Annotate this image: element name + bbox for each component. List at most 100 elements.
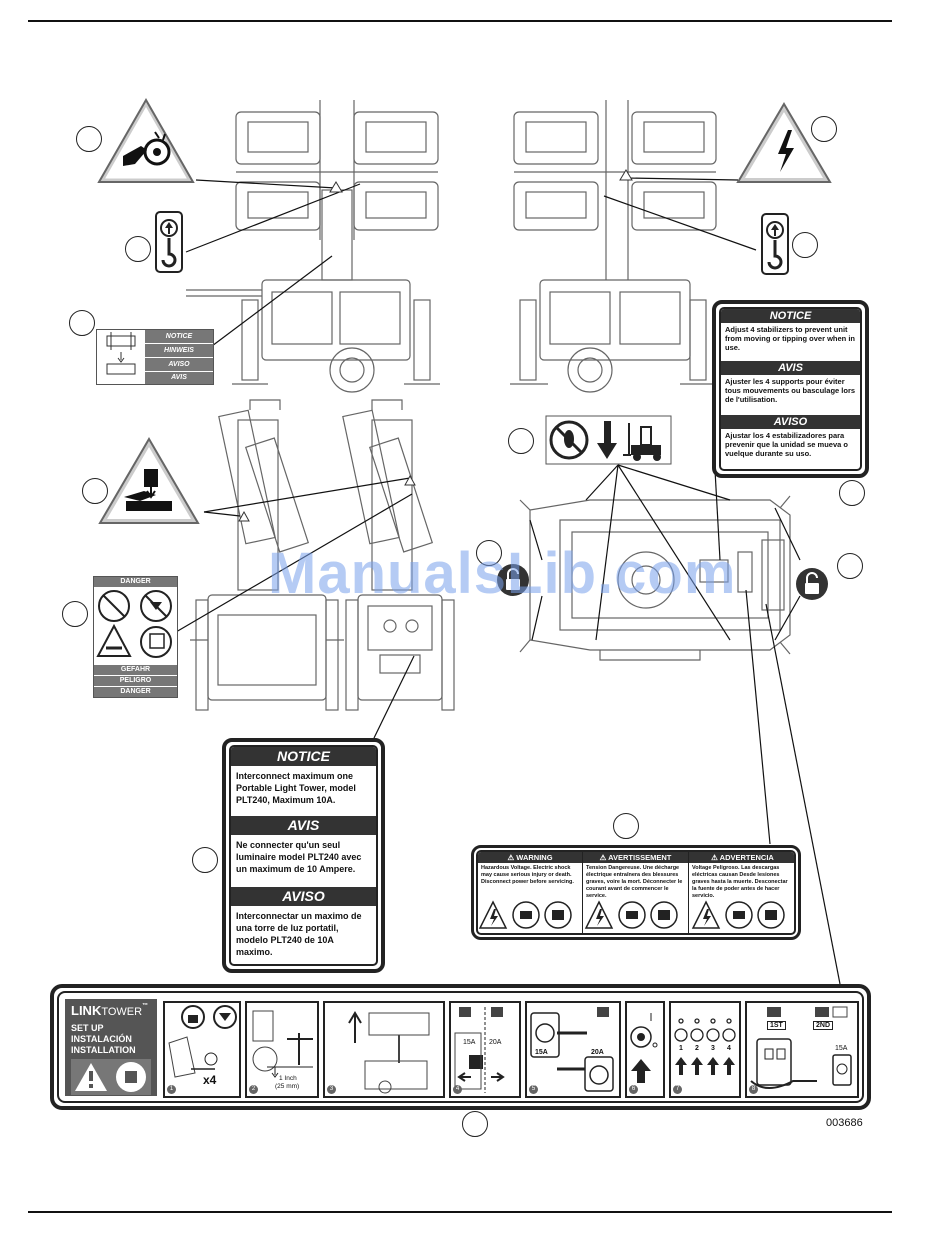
hazardous-voltage-decal: ⚠ WARNING Hazardous Voltage. Electric sh… — [471, 845, 801, 940]
linktower-logo: LINKTOWER™ — [71, 1003, 148, 1018]
step-number: 5 — [529, 1085, 538, 1094]
lock-left-icon — [497, 564, 529, 596]
tower-folded-views — [190, 399, 455, 711]
setup-step-8: 1ST 2ND 15A 8 — [745, 1001, 859, 1098]
small-notice-label: AVIS — [145, 372, 213, 384]
danger-pictograms — [96, 590, 172, 658]
callout-crush-hazard — [82, 478, 108, 504]
step-number: 6 — [629, 1085, 638, 1094]
warning-heading-text: WARNING — [516, 853, 553, 862]
callout-lift-point-right — [792, 232, 818, 258]
step1-stabilizer-icon — [168, 1005, 237, 1078]
lift-hook-left-icon — [155, 211, 183, 273]
step2-measure-mm: (25 mm) — [275, 1083, 300, 1090]
small-notice-label: NOTICE — [145, 330, 213, 344]
warning-heading: ⚠ WARNING — [478, 852, 582, 863]
setup-line: INSTALACIÓN — [71, 1034, 132, 1044]
callout-small-notice — [69, 310, 95, 336]
callout-lock-right — [837, 553, 863, 579]
bottom-rule — [28, 1211, 892, 1213]
notice-heading: AVISO — [231, 887, 376, 906]
notice-text: Interconnectar un maximo de una torre de… — [236, 911, 362, 957]
notice-text: Adjust 4 stabilizers to prevent unit fro… — [725, 325, 856, 352]
setup-step-5: 15A 20A 5 — [525, 1001, 621, 1098]
linktower-setup-decal: LINKTOWER™ SET UP INSTALACIÓN INSTALLATI… — [50, 984, 871, 1110]
tower-front-view — [186, 100, 440, 393]
step2-level-icon — [252, 1010, 313, 1078]
electric-hazard-icon — [736, 102, 832, 183]
danger-bottom-line: PELIGRO — [94, 676, 177, 686]
callout-danger — [62, 601, 88, 627]
small-notice-label: HINWEIS — [145, 344, 213, 358]
step5-amp-a: 15A — [535, 1049, 548, 1056]
step5-amp-b: 20A — [591, 1049, 604, 1056]
step-number: 2 — [249, 1085, 258, 1094]
tower-top-view — [519, 495, 791, 661]
lift-hook-right-icon — [761, 213, 789, 275]
warning-text: Tension Dangereuse. Une décharge électri… — [586, 865, 683, 899]
step4-amp-b: 20A — [489, 1039, 502, 1046]
warning-heading: ⚠ AVERTISSEMENT — [583, 852, 688, 863]
danger-bottom-line: DANGER — [94, 687, 177, 697]
warning-heading-text: AVERTISSEMENT — [608, 853, 672, 862]
stabilizer-adjust-icon — [106, 332, 136, 375]
logo-rest: TOWER — [101, 1006, 143, 1018]
danger-top: DANGER — [94, 577, 177, 587]
small-notice-decal: NOTICE HINWEIS AVISO AVIS — [96, 329, 214, 385]
step8-second: 2ND — [813, 1021, 834, 1030]
callout-stabilizer-notice — [839, 480, 865, 506]
danger-bottom-text: DANGER — [120, 688, 151, 695]
step3-raise-mast-icon — [348, 1011, 430, 1094]
linktower-brand-panel: LINKTOWER™ SET UP INSTALACIÓN INSTALLATI… — [65, 999, 157, 1096]
callout-lock-left — [476, 540, 502, 566]
warning-column-en: ⚠ WARNING Hazardous Voltage. Electric sh… — [478, 852, 583, 933]
notice-text: Interconnect maximum one Portable Light … — [236, 771, 356, 805]
top-rule — [28, 20, 892, 22]
notice-heading: AVIS — [721, 361, 860, 375]
warning-column-fr: ⚠ AVERTISSEMENT Tension Dangereuse. Une … — [583, 852, 689, 933]
callout-interconnect — [192, 847, 218, 873]
interconnect-notice-decal: NOTICE Interconnect maximum one Portable… — [222, 738, 385, 973]
notice-text: Ajuster les 4 supports pour éviter tous … — [725, 377, 856, 404]
logo-bold: LINK — [71, 1003, 102, 1018]
step-number: 8 — [749, 1085, 758, 1094]
setup-step-6: 6 — [625, 1001, 665, 1098]
danger-bottom-text: PELIGRO — [119, 677, 152, 684]
setup-step-1: x4 1 — [163, 1001, 241, 1098]
warning-text: Voltage Peligroso. Las descargas eléctri… — [692, 865, 788, 899]
tower-rear-view — [510, 100, 718, 393]
step8-first: 1ST — [767, 1021, 786, 1030]
stabilizer-notice-decal: NOTICE Adjust 4 stabilizers to prevent u… — [712, 300, 869, 478]
callout-electric — [811, 116, 837, 142]
step8-interconnect-icon — [750, 1006, 852, 1089]
lamp-number: 1 — [679, 1045, 683, 1052]
crush-hazard-icon — [98, 437, 200, 524]
step4-amp-a: 15A — [463, 1039, 476, 1046]
danger-bottom-line: GEFAHR — [94, 665, 177, 675]
notice-heading: NOTICE — [721, 309, 860, 323]
notice-heading: NOTICE — [231, 747, 376, 766]
step1-qty: x4 — [203, 1073, 217, 1087]
notice-heading: AVISO — [721, 415, 860, 429]
warning-read-manual-icon — [71, 1059, 151, 1095]
callout-linktower — [462, 1111, 488, 1137]
entanglement-warning-icon — [97, 97, 195, 183]
no-forklift-decal — [545, 415, 672, 465]
step7-lamp-switches-icon — [674, 1018, 736, 1075]
setup-step-3: 3 — [323, 1001, 445, 1098]
small-notice-label: AVISO — [145, 358, 213, 372]
setup-step-2: 1 Inch (25 mm) 2 — [245, 1001, 319, 1098]
step2-measure: 1 Inch — [279, 1075, 297, 1082]
warning-heading: ⚠ ADVERTENCIA — [689, 852, 794, 863]
notice-heading: AVIS — [231, 816, 376, 835]
step5-plug-icon — [530, 1007, 614, 1092]
step4-breaker-icon — [454, 1007, 505, 1093]
warning-pictograms — [478, 900, 785, 929]
danger-bottom-text: GEFAHR — [120, 666, 151, 673]
danger-decal: DANGER GEFAHR PELIGRO DANGER — [93, 576, 178, 698]
step-number: 1 — [167, 1085, 176, 1094]
step-number: 3 — [327, 1085, 336, 1094]
callout-entanglement — [76, 126, 102, 152]
lamp-number: 2 — [695, 1045, 699, 1052]
